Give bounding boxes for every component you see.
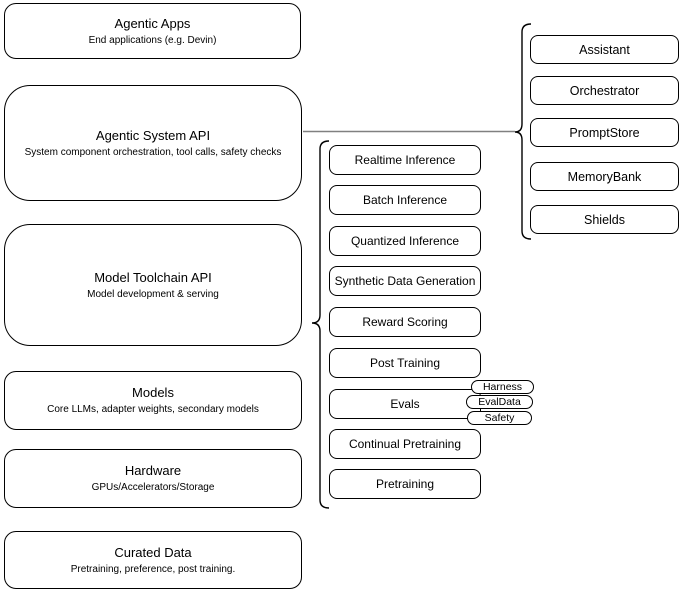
node-model-toolchain-api: Model Toolchain API Model development & … xyxy=(4,224,302,346)
node-orchestrator: Orchestrator xyxy=(530,76,679,105)
node-hardware: Hardware GPUs/Accelerators/Storage xyxy=(4,449,302,508)
node-subtitle: End applications (e.g. Devin) xyxy=(88,34,217,46)
node-title: Model Toolchain API xyxy=(94,269,212,285)
node-quantized-inference: Quantized Inference xyxy=(329,226,481,256)
eval-tag-evaldata: EvalData xyxy=(466,395,533,409)
node-subtitle: System component orchestration, tool cal… xyxy=(24,146,282,158)
node-post-training: Post Training xyxy=(329,348,481,378)
node-subtitle: GPUs/Accelerators/Storage xyxy=(91,482,215,493)
node-batch-inference: Batch Inference xyxy=(329,185,481,215)
node-title: Hardware xyxy=(124,463,182,478)
node-title: Agentic System API xyxy=(95,127,211,143)
node-assistant: Assistant xyxy=(530,35,679,64)
node-subtitle: Core LLMs, adapter weights, secondary mo… xyxy=(47,404,259,415)
eval-tag-harness: Harness xyxy=(471,380,534,394)
node-subtitle: Model development & serving xyxy=(87,288,219,300)
toolchain-bracket xyxy=(311,140,330,509)
node-memorybank: MemoryBank xyxy=(530,162,679,191)
node-title: Agentic Apps xyxy=(114,15,191,31)
node-continual-pretraining: Continual Pretraining xyxy=(329,429,481,459)
node-subtitle: Pretraining, preference, post training. xyxy=(70,563,236,575)
node-shields: Shields xyxy=(530,205,679,234)
node-reward-scoring: Reward Scoring xyxy=(329,307,481,337)
system-components-bracket xyxy=(514,23,532,240)
node-synthetic-data-generation: Synthetic Data Generation xyxy=(329,266,481,296)
node-curated-data: Curated Data Pretraining, preference, po… xyxy=(4,531,302,589)
node-agentic-apps: Agentic Apps End applications (e.g. Devi… xyxy=(4,3,301,59)
node-promptstore: PromptStore xyxy=(530,118,679,147)
node-evals: Evals xyxy=(329,389,481,419)
node-models: Models Core LLMs, adapter weights, secon… xyxy=(4,371,302,430)
node-title: Models xyxy=(132,385,174,400)
eval-tag-safety: Safety xyxy=(467,411,532,425)
node-title: Curated Data xyxy=(114,544,192,560)
node-pretraining: Pretraining xyxy=(329,469,481,499)
node-realtime-inference: Realtime Inference xyxy=(329,145,481,175)
node-agentic-system-api: Agentic System API System component orch… xyxy=(4,85,302,201)
